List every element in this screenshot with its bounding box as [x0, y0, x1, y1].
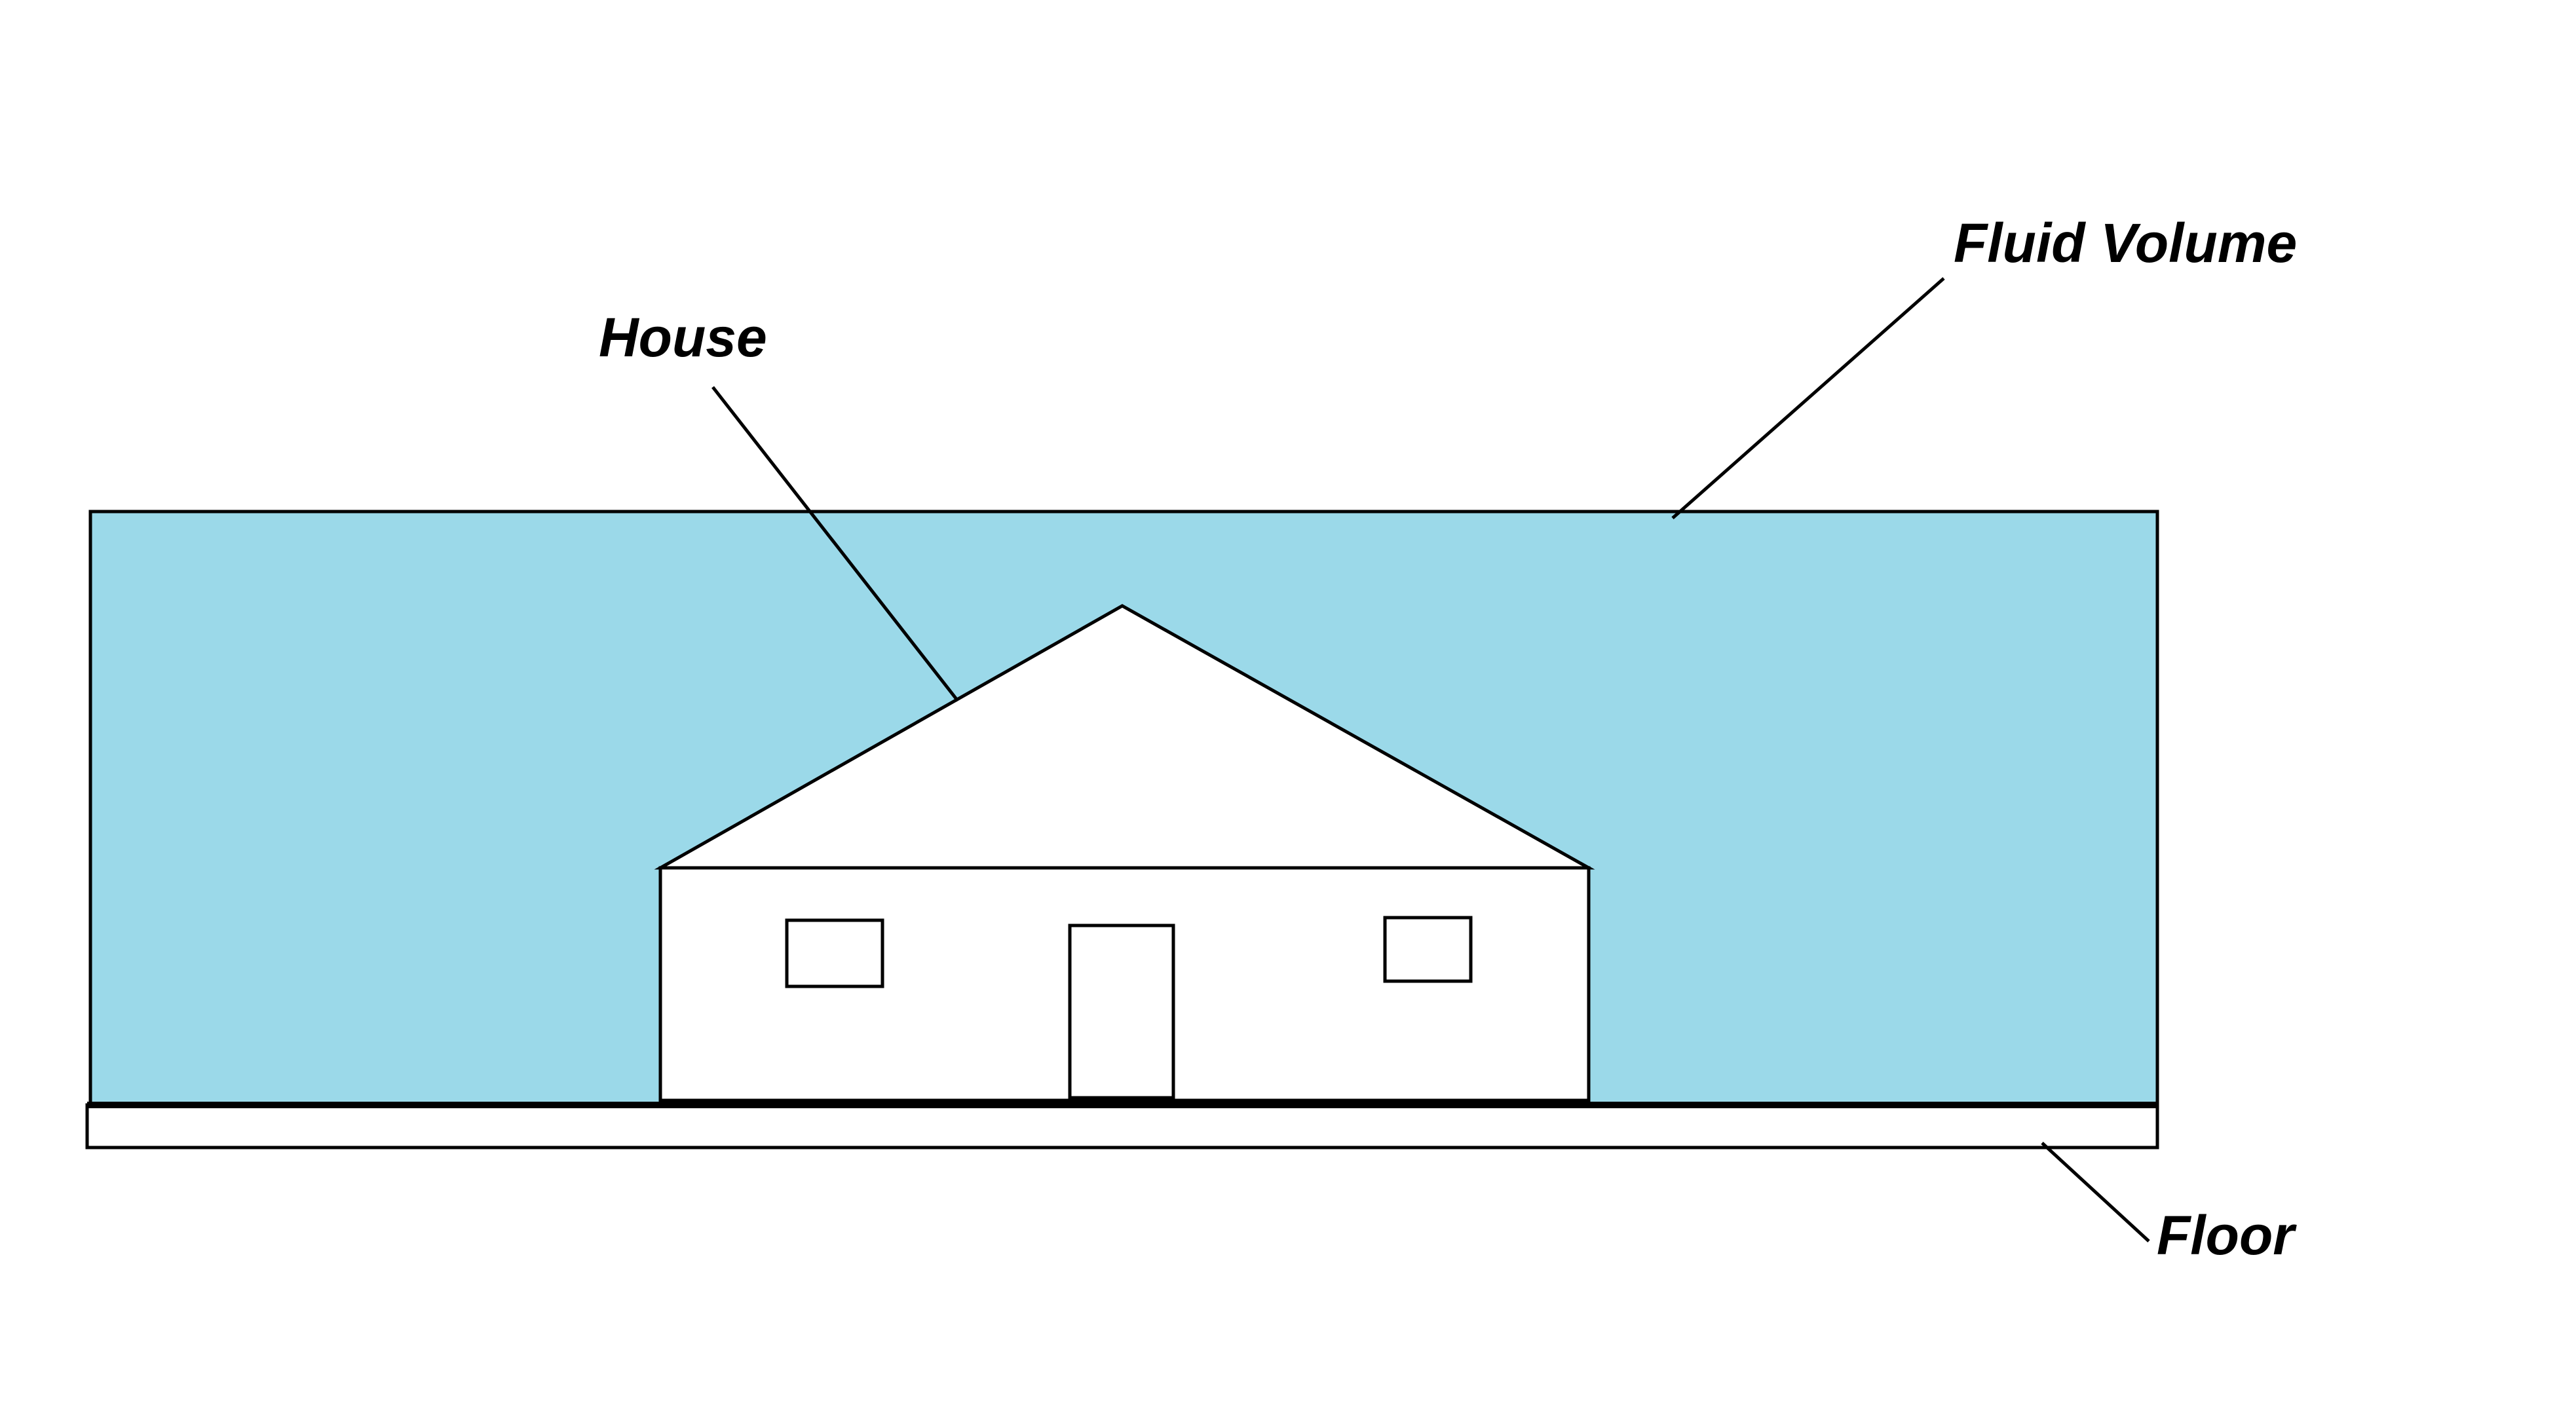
- house-label: House: [599, 307, 767, 368]
- house-door: [1068, 924, 1175, 1101]
- house-window-right: [1383, 916, 1473, 983]
- floor: [85, 1103, 2159, 1149]
- house-window-left: [785, 918, 884, 988]
- fluid-volume-label: Fluid Volume: [1954, 212, 2297, 274]
- house-leader-line: [711, 386, 959, 702]
- floor-label: Floor: [2157, 1205, 2297, 1266]
- fluid-volume-leader-line: [1671, 277, 1945, 519]
- floor-leader-line: [2041, 1142, 2150, 1242]
- house: [654, 604, 1595, 1105]
